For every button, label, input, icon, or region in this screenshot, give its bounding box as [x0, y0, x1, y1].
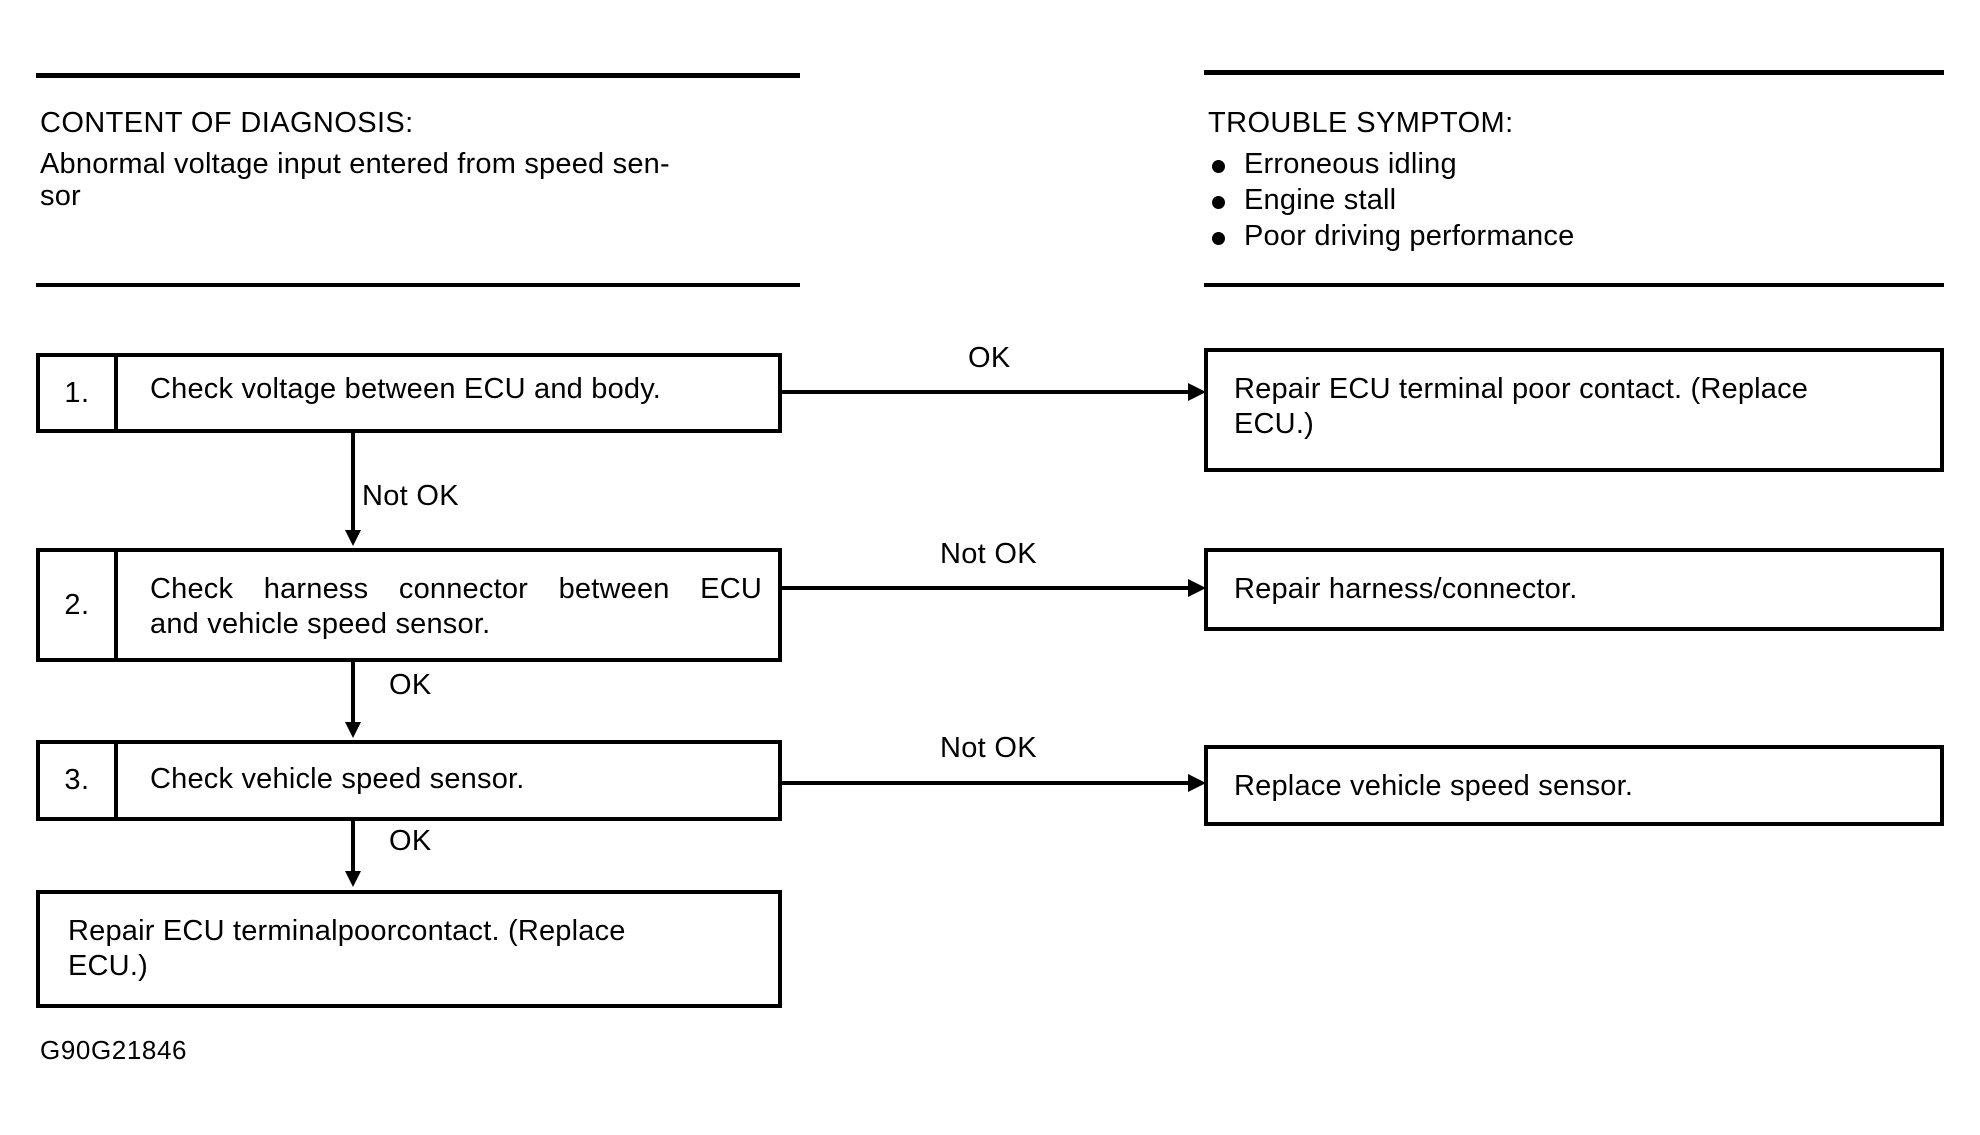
final-result-line-2: ECU.) — [68, 950, 148, 983]
step-3-text: Check vehicle speed sensor. — [122, 744, 778, 817]
header-rule-left-bottom — [36, 283, 800, 287]
step-2-branch-arrowhead — [1188, 579, 1206, 597]
symptom-item: Poor driving performance — [1208, 220, 1574, 253]
step-1-result-box[interactable]: Repair ECU terminal poor contact. (Repla… — [1204, 348, 1944, 472]
trouble-symptom-title: TROUBLE SYMPTOM: — [1208, 107, 1514, 139]
step-2-to-3-label: OK — [389, 669, 432, 701]
diagnosis-body-line-2: sor — [40, 180, 81, 213]
step-1-number: 1. — [40, 357, 118, 429]
header-rule-right-bottom — [1204, 283, 1944, 287]
step-1-branch-label: OK — [968, 342, 1011, 374]
content-of-diagnosis-title: CONTENT OF DIAGNOSIS: — [40, 107, 414, 139]
step-3-to-final-arrowhead — [345, 871, 361, 887]
step-2-result-line-1: Repair harness/connector. — [1234, 573, 1578, 605]
content-of-diagnosis-body: Abnormal voltage input entered from spee… — [40, 148, 800, 213]
step-3-box[interactable]: 3. Check vehicle speed sensor. — [36, 740, 782, 821]
step-3-branch-label: Not OK — [940, 732, 1037, 764]
step-2-result-box[interactable]: Repair harness/connector. — [1204, 548, 1944, 631]
header-rule-left-top — [36, 73, 800, 78]
step-2-branch-label: Not OK — [940, 538, 1037, 570]
step-3-result-box[interactable]: Replace vehicle speed sensor. — [1204, 745, 1944, 826]
step-1-result-text: Repair ECU terminal poor contact. (Repla… — [1208, 352, 1940, 468]
step-3-text-line-1: Check vehicle speed sensor. — [150, 763, 525, 795]
step-2-number: 2. — [40, 552, 118, 658]
step-2-box[interactable]: 2. Check harness connector between ECU a… — [36, 548, 782, 662]
diagnosis-body-line-1: Abnormal voltage input entered from spee… — [40, 148, 670, 180]
step-2-to-3-line — [351, 662, 355, 724]
header-rule-right-top — [1204, 70, 1944, 75]
step-1-to-2-arrowhead — [345, 530, 361, 546]
step-1-box[interactable]: 1. Check voltage between ECU and body. — [36, 353, 782, 433]
symptom-label: Erroneous idling — [1244, 148, 1457, 180]
final-result-text: Repair ECU terminalpoorcontact. (Replace… — [40, 894, 778, 1004]
bullet-icon — [1212, 195, 1225, 209]
step-3-number: 3. — [40, 744, 118, 817]
step-1-to-2-label: Not OK — [362, 480, 459, 512]
symptom-label: Poor driving performance — [1244, 219, 1575, 252]
symptom-item: Engine stall — [1208, 184, 1574, 217]
figure-caption: G90G21846 — [40, 1035, 188, 1065]
step-1-text: Check voltage between ECU and body. — [122, 357, 778, 429]
step-1-result-line-1: Repair ECU terminal poor contact. (Repla… — [1234, 373, 1809, 405]
step-1-branch-arrowhead — [1188, 383, 1206, 401]
step-3-result-line-1: Replace vehicle speed sensor. — [1234, 770, 1634, 802]
step-2-result-text: Repair harness/connector. — [1208, 552, 1940, 627]
step-2-branch-line — [782, 586, 1192, 590]
trouble-symptom-list: Erroneous idling Engine stall Poor drivi… — [1208, 148, 1574, 255]
step-1-branch-line — [782, 390, 1192, 394]
step-2-text-line-2: and vehicle speed sensor. — [150, 608, 491, 641]
step-1-text-line-1: Check voltage between ECU and body. — [150, 373, 662, 405]
step-1-result-line-2: ECU.) — [1234, 408, 1314, 441]
step-2-text: Check harness connector between ECU and … — [122, 552, 778, 658]
step-3-to-final-label: OK — [389, 825, 432, 857]
bullet-icon — [1212, 231, 1225, 245]
final-result-box[interactable]: Repair ECU terminalpoorcontact. (Replace… — [36, 890, 782, 1008]
step-2-text-line-1: Check harness connector between ECU — [150, 573, 762, 605]
step-2-to-3-arrowhead — [345, 722, 361, 738]
symptom-label: Engine stall — [1244, 183, 1397, 216]
step-3-to-final-line — [351, 821, 355, 873]
step-1-to-2-line — [351, 433, 355, 533]
step-3-branch-line — [782, 781, 1192, 785]
step-3-result-text: Replace vehicle speed sensor. — [1208, 749, 1940, 822]
bullet-icon — [1212, 160, 1225, 173]
symptom-item: Erroneous idling — [1208, 148, 1574, 181]
final-result-line-1: Repair ECU terminalpoorcontact. (Replace — [68, 915, 626, 947]
step-3-branch-arrowhead — [1188, 774, 1206, 792]
